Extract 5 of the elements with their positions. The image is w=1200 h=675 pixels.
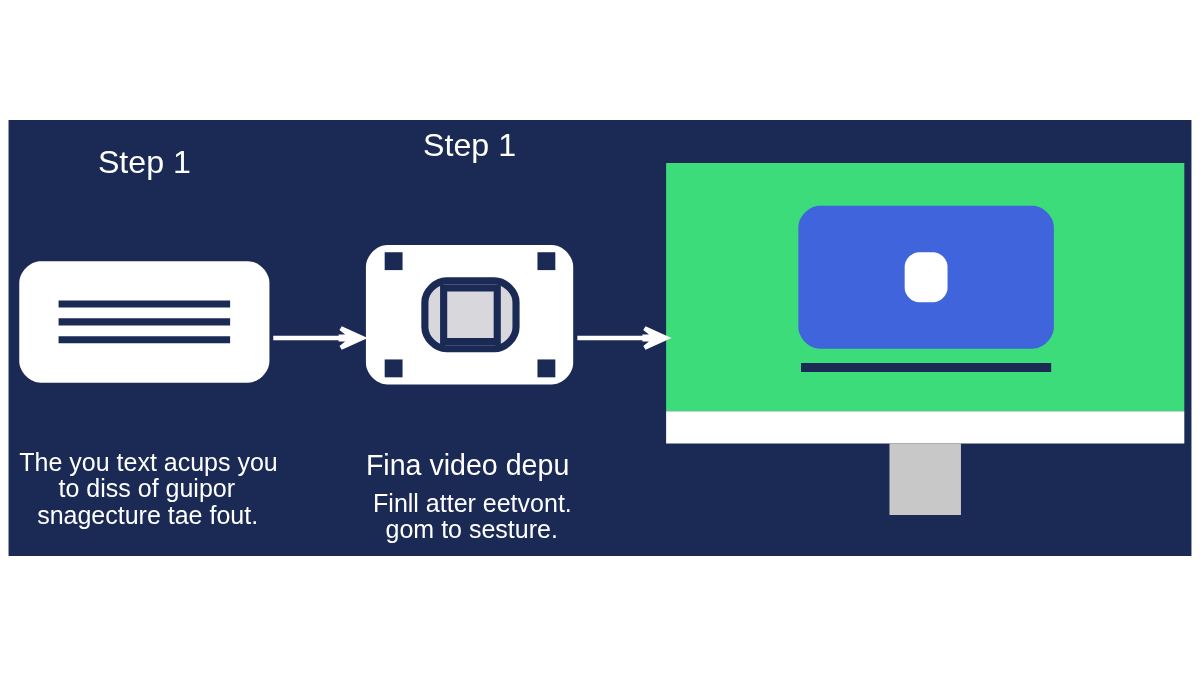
node-label: Finll atter eetvont. gom to sesture. (373, 488, 572, 543)
node-label: Step 1 (423, 126, 517, 163)
node-label: Step 1 (97, 143, 191, 180)
node-label: The you text acups you to diss of guipor snagecture tae fout. (19, 447, 278, 529)
node-label: Fina video depu (365, 448, 570, 481)
